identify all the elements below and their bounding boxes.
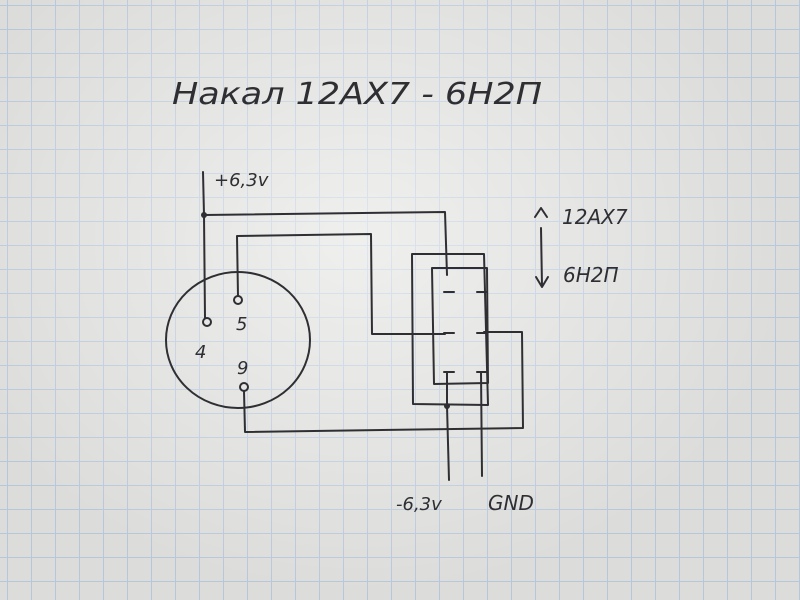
arrow-down-icon [535,276,549,288]
supply-to-switch-wire [203,211,448,276]
minus-voltage-label: -6,3v [396,494,442,515]
plus-supply-wire [202,171,206,319]
pin-4-label: 4 [195,342,206,363]
pin-5-label: 5 [236,314,247,335]
pin-5-to-switch-wire [236,233,446,335]
pin-9-to-switch-wire [243,331,524,433]
switch-down-label: 6Н2П [563,263,619,287]
pin-9-label: 9 [237,358,248,379]
switch-direction-line [540,227,543,287]
switch-terminals [443,291,487,373]
pin-9-terminal [239,382,249,392]
arrow-up-icon [534,207,548,218]
switch-up-label: 12AX7 [562,205,628,229]
minus-supply-wire [446,371,450,481]
pin-4-terminal [202,317,212,327]
ground-label: GND [488,491,534,515]
switch-body-outer [411,253,489,406]
minus-junction-dot [444,403,450,409]
diagram-title: Накал 12AX7 - 6Н2П [172,77,542,112]
pin-5-terminal [233,295,243,305]
switch-body-inner [431,267,489,385]
ground-wire [480,371,483,477]
plus-voltage-label: +6,3v [214,170,269,191]
